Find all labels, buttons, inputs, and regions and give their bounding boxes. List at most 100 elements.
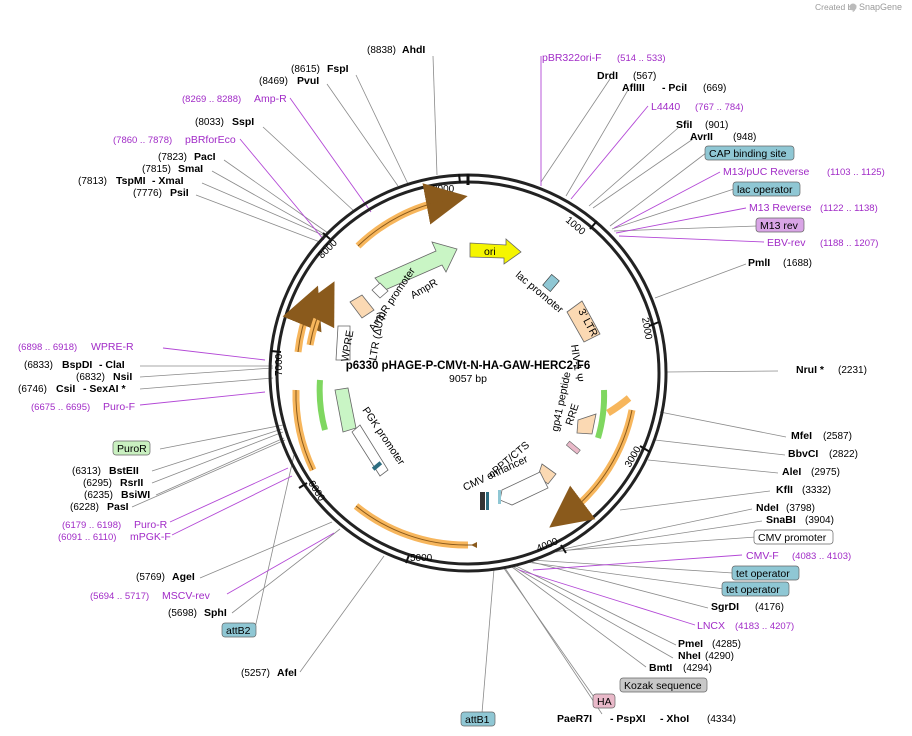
primer-name: CMV-F bbox=[746, 550, 779, 562]
primer-range: (7860 .. 7878) bbox=[113, 135, 172, 146]
box-label: attB1 bbox=[465, 714, 490, 726]
primer-name: LNCX bbox=[697, 620, 725, 632]
enzyme-name: NheI bbox=[678, 650, 701, 662]
enzyme-pos: (669) bbox=[703, 83, 726, 94]
green-orf-arcs bbox=[316, 379, 608, 439]
enzyme-name: PacI bbox=[194, 151, 216, 163]
enzyme-name: RsrII bbox=[120, 477, 143, 489]
enzyme-pos: (3798) bbox=[786, 503, 815, 514]
feature-hiv-psi: HIV-1 Ψ bbox=[568, 344, 585, 383]
credit-prefix: Created by bbox=[815, 2, 857, 12]
enzyme-name-2: - SexAI * bbox=[83, 383, 127, 395]
enzyme-name: AhdI bbox=[402, 44, 425, 56]
box-label: PuroR bbox=[117, 443, 147, 455]
feature-boxes: CAP binding site lac operator M13 rev Pu… bbox=[112, 145, 834, 727]
primer-name: mPGK-F bbox=[130, 531, 171, 543]
enzyme-name: BmtI bbox=[649, 662, 672, 674]
enzyme-pos: (6295) bbox=[83, 478, 112, 489]
primer-range: (6898 .. 6918) bbox=[18, 342, 77, 353]
primer-range: (4183 .. 4207) bbox=[735, 621, 794, 632]
feature-rre: RRE bbox=[563, 402, 597, 455]
enzyme-name: NdeI bbox=[756, 502, 779, 514]
enzyme-name: DrdI bbox=[597, 70, 618, 82]
feature-ori: ori bbox=[469, 238, 522, 265]
enzyme-name: AflIII bbox=[622, 82, 645, 94]
primer-name: L4440 bbox=[651, 101, 680, 113]
tick-label: 1000 bbox=[563, 215, 587, 238]
feature-3-ltr: 3' LTR bbox=[566, 300, 601, 343]
feature-lac-promoter: lac promoter bbox=[513, 269, 566, 316]
primer-name: MSCV-rev bbox=[162, 590, 211, 602]
enzyme-pos: (7813) bbox=[78, 176, 107, 187]
primer-name: Amp-R bbox=[254, 93, 287, 105]
enzyme-pos: (2822) bbox=[829, 449, 858, 460]
enzyme-name-2: - XmaI bbox=[152, 175, 184, 187]
enzyme-pos: (2975) bbox=[811, 467, 840, 478]
enzyme-pos: (4176) bbox=[755, 602, 784, 613]
primer-name: EBV-rev bbox=[767, 237, 806, 249]
primer-name: pBR322ori-F bbox=[542, 52, 602, 64]
enzyme-name: TspMI bbox=[116, 175, 146, 187]
enzyme-name: BbvCI bbox=[788, 448, 818, 460]
enzyme-pos: (567) bbox=[633, 71, 656, 82]
feature-cmv-enhancer: CMV enhancer bbox=[461, 453, 549, 510]
enzyme-name: PmeI bbox=[678, 638, 703, 650]
primer-connectors bbox=[139, 56, 765, 626]
enzyme-name: PaeR7I bbox=[557, 713, 592, 725]
enzyme-pos: (6228) bbox=[70, 502, 99, 513]
tick-label: 2000 bbox=[639, 317, 654, 341]
enzyme-pos: (6832) bbox=[76, 372, 105, 383]
primer-name: M13/pUC Reverse bbox=[723, 166, 810, 178]
primer-range: (6091 .. 6110) bbox=[58, 532, 116, 543]
enzyme-pos: (8838) bbox=[367, 45, 396, 56]
enzyme-pos: (8033) bbox=[195, 117, 224, 128]
box-label: lac operator bbox=[737, 184, 793, 196]
enzyme-pos: (4290) bbox=[705, 651, 734, 662]
enzyme-name: AgeI bbox=[172, 571, 195, 583]
box-label: Kozak sequence bbox=[624, 680, 702, 692]
primer-name: WPRE-R bbox=[91, 341, 134, 353]
enzyme-pos: (8615) bbox=[291, 64, 320, 75]
enzyme-pos: (6833) bbox=[24, 360, 53, 371]
enzyme-name: NruI * bbox=[796, 364, 825, 376]
enzyme-name: SgrDI bbox=[711, 601, 739, 613]
plasmid-length: 9057 bp bbox=[449, 373, 487, 385]
primer-name: Puro-R bbox=[134, 519, 168, 531]
enzyme-name: FspI bbox=[327, 63, 349, 75]
primer-range: (1103 .. 1125) bbox=[827, 167, 885, 178]
box-label: CAP binding site bbox=[709, 148, 787, 160]
primer-name: M13 Reverse bbox=[749, 202, 812, 214]
enzyme-pos: (5769) bbox=[136, 572, 165, 583]
enzyme-name: PsiI bbox=[170, 187, 189, 199]
enzyme-pos: (948) bbox=[733, 132, 756, 143]
enzyme-name: PvuI bbox=[297, 75, 319, 87]
enzyme-pos: (3904) bbox=[805, 515, 834, 526]
enzyme-pos: (8469) bbox=[259, 76, 288, 87]
enzyme-name: AvrII bbox=[690, 131, 713, 143]
primer-range: (6179 .. 6198) bbox=[62, 520, 121, 531]
enzyme-pos: (901) bbox=[705, 120, 728, 131]
enzyme-pos: (5257) bbox=[241, 668, 270, 679]
primer-labels: (8269 .. 8288) Amp-R (7860 .. 7878) pBRf… bbox=[18, 52, 885, 632]
enzyme-pos: (3332) bbox=[802, 485, 831, 496]
enzyme-name-3: - XhoI bbox=[660, 713, 689, 725]
feature-label: HIV-1 Ψ bbox=[568, 344, 585, 383]
box-label: tet operator bbox=[736, 568, 790, 580]
enzyme-pos: (2231) bbox=[838, 365, 867, 376]
enzyme-pos: (6313) bbox=[72, 466, 101, 477]
enzyme-pos: (4294) bbox=[683, 663, 712, 674]
tick-label: 5000 bbox=[410, 553, 433, 564]
primer-range: (1122 .. 1138) bbox=[820, 203, 878, 214]
box-label: M13 rev bbox=[760, 220, 799, 232]
enzyme-pos: (7815) bbox=[142, 164, 171, 175]
enzyme-name: SnaBI bbox=[766, 514, 796, 526]
credit-brand: SnapGene bbox=[859, 2, 902, 12]
enzyme-name: AleI bbox=[782, 466, 801, 478]
enzyme-pos: (6235) bbox=[84, 490, 113, 501]
box-label: tet operator bbox=[726, 584, 780, 596]
tick-marks bbox=[270, 173, 660, 564]
orf-arcs bbox=[282, 183, 636, 549]
primer-range: (4083 .. 4103) bbox=[792, 551, 851, 562]
